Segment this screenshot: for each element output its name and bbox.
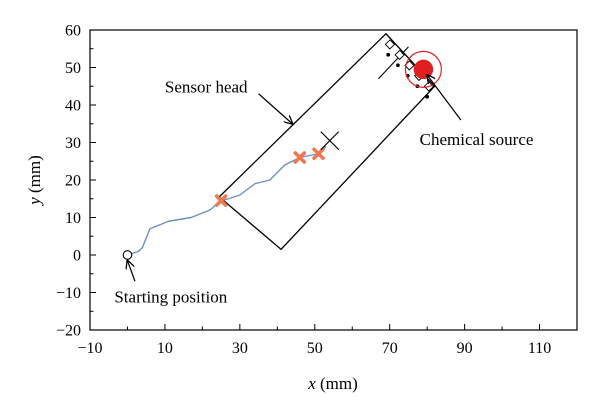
starting-position-marker — [122, 250, 133, 260]
y-tick-label: −10 — [56, 285, 81, 302]
final-estimate-stroke — [320, 131, 340, 151]
x-tick-label: 10 — [157, 340, 173, 357]
chemical-source-label: Chemical source — [420, 130, 534, 149]
y-tick-label: 10 — [65, 210, 81, 227]
sensor-head-label: Sensor head — [165, 77, 248, 96]
sensor-element — [394, 49, 405, 61]
sensor-head-arrow — [258, 93, 293, 124]
estimate-marker — [293, 151, 307, 164]
estimate-stroke — [214, 194, 228, 207]
sensor-dot — [425, 94, 430, 99]
estimate-stroke — [293, 151, 307, 164]
chart-marks — [122, 32, 442, 260]
y-tick-label: 20 — [65, 173, 81, 190]
y-tick-label: 30 — [65, 135, 81, 152]
starting-position-label: Starting position — [114, 287, 227, 306]
sensor-element — [404, 60, 415, 71]
plot-area — [89, 29, 578, 331]
chemical-source-arrow — [427, 75, 462, 121]
sensor-array-boundary — [378, 46, 409, 80]
y-tick-label: 0 — [73, 248, 81, 265]
y-tick-label: 50 — [65, 60, 81, 77]
x-tick-label: −10 — [77, 340, 102, 357]
estimate-marker — [312, 147, 325, 161]
y-tick-label: 60 — [65, 23, 81, 40]
sensor-element — [384, 39, 396, 50]
sensor-dot — [396, 63, 400, 68]
sensor-head — [218, 32, 436, 251]
sensor-dot — [386, 52, 391, 57]
chemical-source — [413, 59, 434, 80]
chemical-source-ring — [404, 50, 442, 88]
estimate-stroke — [312, 147, 325, 161]
trajectory-line — [127, 145, 327, 256]
x-tick-label: 70 — [382, 340, 398, 357]
plot-frame — [89, 29, 578, 331]
x-axis-label: x (mm) — [307, 374, 358, 393]
starting-position-arrow — [127, 261, 136, 282]
x-tick-label: 30 — [232, 340, 248, 357]
x-tick-label: 50 — [307, 340, 323, 357]
x-tick-label: 110 — [528, 340, 551, 357]
y-axis-label: y (mm) — [25, 155, 44, 207]
final-estimate-marker — [320, 131, 340, 151]
y-tick-label: 40 — [65, 98, 81, 115]
y-tick-label: −20 — [56, 323, 81, 340]
estimate-marker — [214, 194, 228, 207]
x-tick-label: 90 — [457, 340, 473, 357]
